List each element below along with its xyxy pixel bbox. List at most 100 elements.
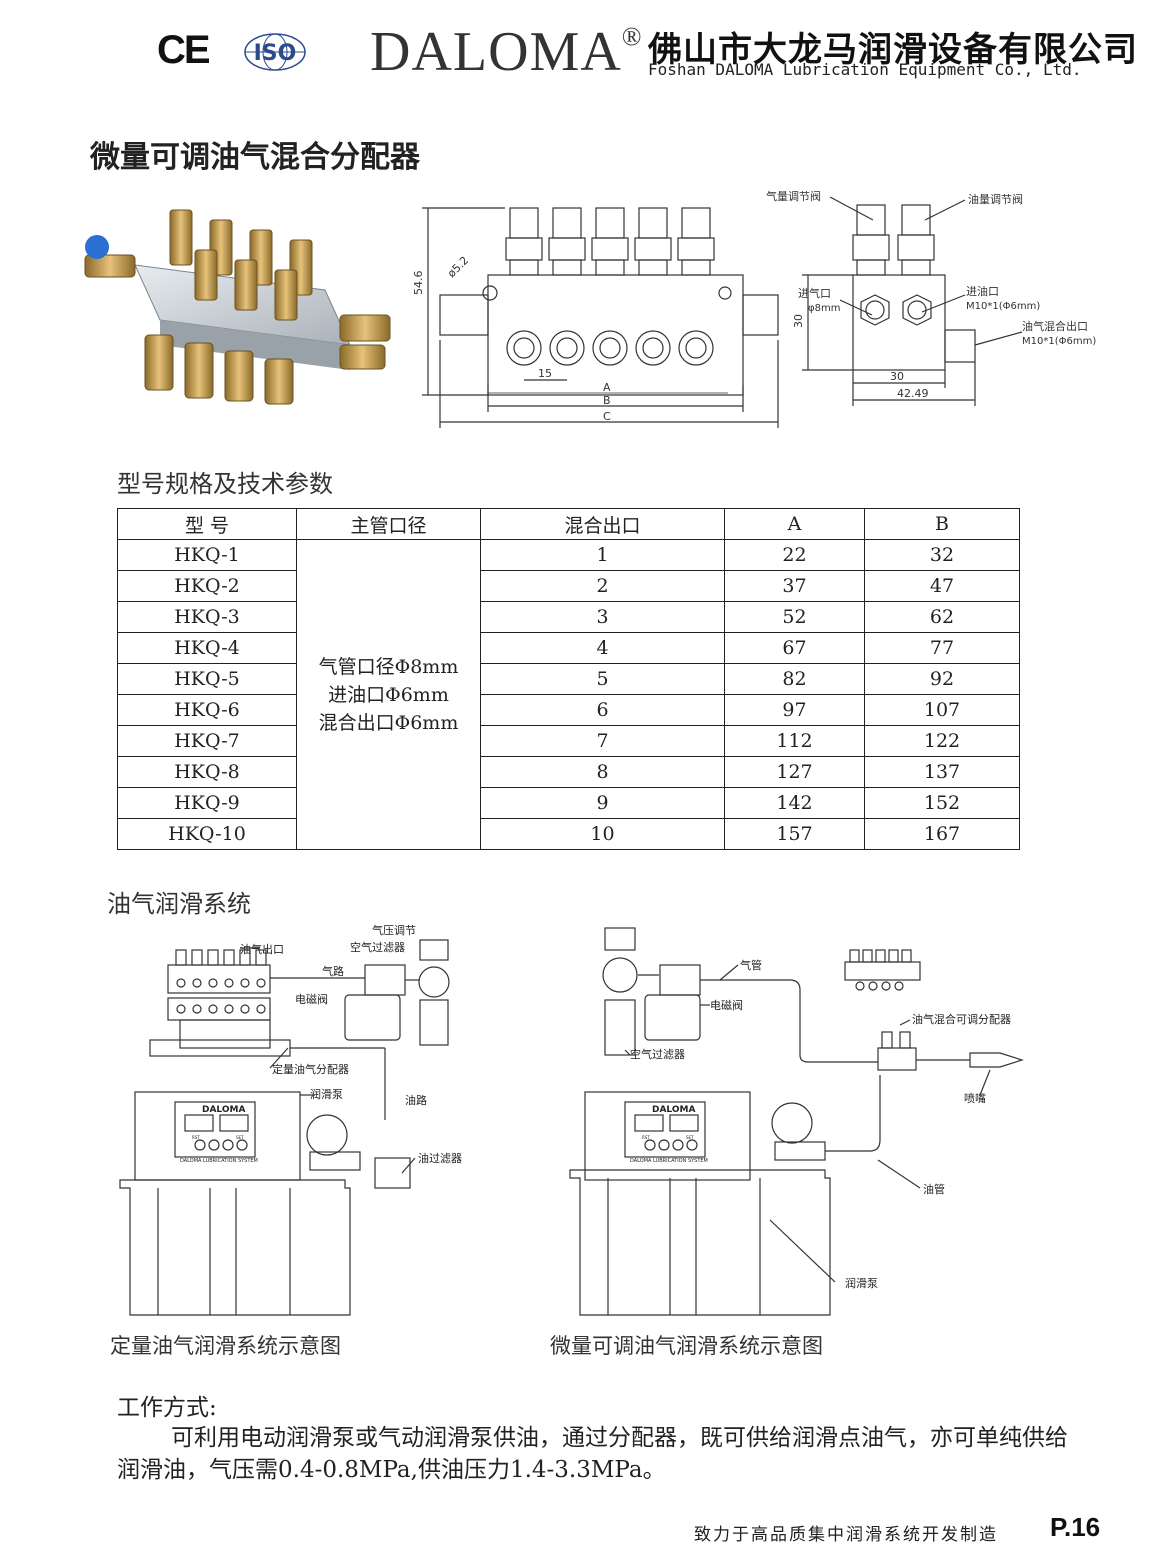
ce-mark: CE — [157, 28, 211, 72]
cell-b: 32 — [864, 539, 1020, 571]
label-air-reg-1: 气压调节 — [372, 923, 416, 937]
label-solenoid: 电磁阀 — [710, 998, 743, 1012]
cell-outlets: 4 — [480, 632, 725, 664]
cell-b: 122 — [864, 725, 1020, 757]
button-set-label: SET — [236, 1135, 244, 1140]
brand-name: DALOMA® — [370, 20, 643, 84]
main-pipe-line: 气管口径Φ8mm — [318, 655, 459, 678]
label-pump: 润滑泵 — [845, 1276, 878, 1290]
cell-a: 22 — [724, 539, 865, 571]
iso-logo: ISO — [244, 33, 306, 71]
caption-fixed-system: 定量油气润滑系统示意图 — [110, 1334, 341, 1358]
dim-c: C — [603, 410, 611, 423]
main-pipe-line: 进油口Φ6mm — [328, 683, 449, 706]
header-a: A — [724, 508, 865, 540]
header-main-pipe: 主管口径 — [296, 508, 481, 540]
label-air-reg-2: 空气过滤器 — [350, 940, 405, 954]
label-nozzle: 喷嘴 — [964, 1092, 986, 1105]
label-oil-inlet-size: M10*1(Φ6mm) — [966, 301, 1040, 312]
cell-outlets: 8 — [480, 756, 725, 788]
cell-outlets: 10 — [480, 818, 725, 850]
cell-b: 107 — [864, 694, 1020, 726]
cell-model: HKQ-1 — [117, 539, 297, 571]
cell-b: 92 — [864, 663, 1020, 695]
label-air-inlet: 进气口 — [798, 286, 831, 300]
page-title: 微量可调油气混合分配器 — [90, 140, 420, 175]
cell-a: 37 — [724, 570, 865, 602]
cell-b: 137 — [864, 756, 1020, 788]
label-oil-inlet: 进油口 — [966, 284, 999, 298]
label-mix-outlet: 油气混合出口 — [1022, 319, 1088, 333]
label-oil-filter: 油过滤器 — [418, 1151, 462, 1165]
label-oil-valve: 油量调节阀 — [968, 192, 1023, 206]
caption-adjustable-system: 微量可调油气润滑系统示意图 — [550, 1334, 823, 1358]
cell-a: 142 — [724, 787, 865, 819]
system-section-title: 油气润滑系统 — [107, 890, 251, 918]
label-fixed-distributor: 定量油气分配器 — [272, 1062, 349, 1076]
header-b: B — [864, 508, 1020, 540]
adjustable-system-diagram: 气管 电磁阀 空气过滤器 油气混合可调分配器 喷嘴 油管 润滑泵 DALOMA … — [569, 927, 1024, 1316]
cell-model: HKQ-10 — [117, 818, 297, 850]
button-rst-label: RST — [642, 1135, 650, 1140]
product-photo — [84, 209, 391, 405]
work-title: 工作方式: — [117, 1395, 217, 1421]
cell-model: HKQ-8 — [117, 756, 297, 788]
label-air-filter: 空气过滤器 — [630, 1047, 685, 1061]
dim-pitch: 15 — [538, 367, 552, 380]
cell-outlets: 5 — [480, 663, 725, 695]
table-header-row: 型 号 主管口径 混合出口 A B — [117, 508, 1020, 540]
footer-slogan: 致力于高品质集中润滑系统开发制造 — [694, 1525, 998, 1545]
dim-b: B — [603, 394, 611, 407]
cell-a: 67 — [724, 632, 865, 664]
label-oil-line: 油路 — [405, 1093, 427, 1107]
cell-outlets: 3 — [480, 601, 725, 633]
dim-a: A — [603, 381, 611, 394]
header-mix-outlet: 混合出口 — [480, 508, 725, 540]
cell-b: 167 — [864, 818, 1020, 850]
cell-b: 152 — [864, 787, 1020, 819]
label-oil-pipe: 油管 — [923, 1182, 945, 1196]
pump-system: DALOMA LUBRICATION SYSTEM — [180, 1158, 258, 1164]
label-air-line: 气路 — [322, 964, 344, 978]
cell-a: 82 — [724, 663, 865, 695]
label-mix-outlet-size: M10*1(Φ6mm) — [1022, 336, 1096, 347]
fixed-system-diagram: 油气出口 气压调节 空气过滤器 气路 电磁阀 定量油气分配器 润滑泵 油路 油过… — [119, 923, 462, 1316]
cell-main-pipe: 气管口径Φ8mm 进油口Φ6mm 混合出口Φ6mm — [296, 539, 481, 850]
label-solenoid: 电磁阀 — [295, 992, 328, 1006]
technical-drawing: 54.6 ø5.2 15 A B C 气量调节阀 油量调节阀 进气口 φ8mm … — [412, 189, 1096, 428]
label-mix-distributor: 油气混合可调分配器 — [912, 1012, 1011, 1026]
pump-brand: DALOMA — [652, 1105, 695, 1115]
dim-height: 54.6 — [412, 271, 425, 296]
cell-outlets: 6 — [480, 694, 725, 726]
cell-outlets: 1 — [480, 539, 725, 571]
cell-model: HKQ-4 — [117, 632, 297, 664]
cell-a: 97 — [724, 694, 865, 726]
dim-hole: ø5.2 — [445, 254, 471, 280]
cell-a: 52 — [724, 601, 865, 633]
spec-section-title: 型号规格及技术参数 — [117, 470, 333, 498]
label-oil-air-outlet: 油气出口 — [240, 942, 284, 956]
dim-side-height: 30 — [792, 314, 805, 328]
button-set-label: SET — [686, 1135, 694, 1140]
company-name-en: Foshan DALOMA Lubrication Equipment Co.,… — [648, 60, 1082, 79]
spec-table: 型 号 主管口径 混合出口 A B HKQ-1 气管口径Φ8mm 进油口Φ6mm… — [117, 508, 1020, 850]
company-name-cn: 佛山市大龙马润滑设备有限公司 — [648, 30, 1138, 70]
cell-model: HKQ-6 — [117, 694, 297, 726]
cell-a: 112 — [724, 725, 865, 757]
cell-b: 62 — [864, 601, 1020, 633]
registered-mark: ® — [621, 22, 643, 51]
cell-a: 157 — [724, 818, 865, 850]
cell-b: 77 — [864, 632, 1020, 664]
cell-model: HKQ-7 — [117, 725, 297, 757]
label-pump: 润滑泵 — [310, 1087, 343, 1101]
label-air-valve: 气量调节阀 — [766, 189, 821, 203]
dim-side-width-2: 42.49 — [897, 387, 929, 400]
